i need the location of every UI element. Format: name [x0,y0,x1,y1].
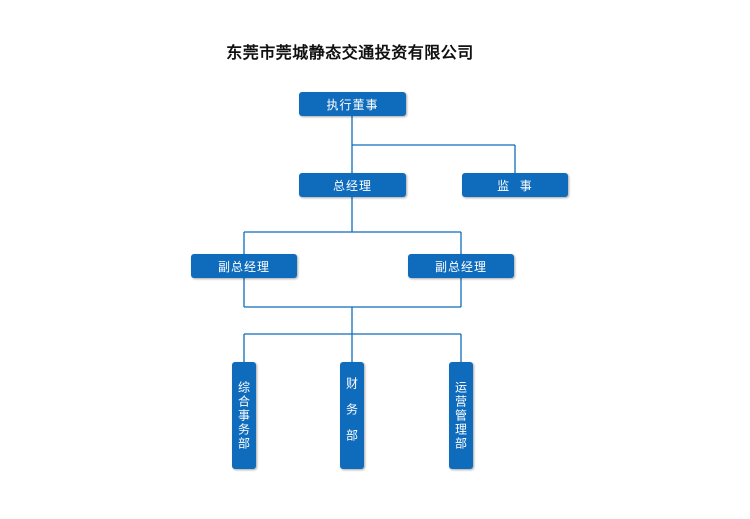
node-general-manager-label: 总经理 [332,178,372,193]
node-operations[interactable]: 运营管理部 [449,362,473,469]
node-general-affairs-label: 综合事务部 [236,380,251,451]
node-deputy-gm-right[interactable]: 副总经理 [408,254,514,278]
node-supervisor[interactable]: 监 事 [462,173,568,197]
node-general-manager[interactable]: 总经理 [299,173,406,197]
node-finance[interactable]: 财务部 [340,362,364,469]
node-deputy-gm-left-label: 副总经理 [217,259,270,274]
node-supervisor-label: 监 事 [497,178,533,193]
node-deputy-gm-left[interactable]: 副总经理 [191,254,297,278]
node-executive-director[interactable]: 执行董事 [299,92,406,116]
node-finance-label: 财务部 [344,376,359,455]
chart-title: 东莞市莞城静态交通投资有限公司 [226,43,474,62]
node-executive-director-label: 执行董事 [326,97,379,112]
node-general-affairs[interactable]: 综合事务部 [232,362,256,469]
node-operations-label: 运营管理部 [453,380,468,451]
node-deputy-gm-right-label: 副总经理 [434,259,487,274]
